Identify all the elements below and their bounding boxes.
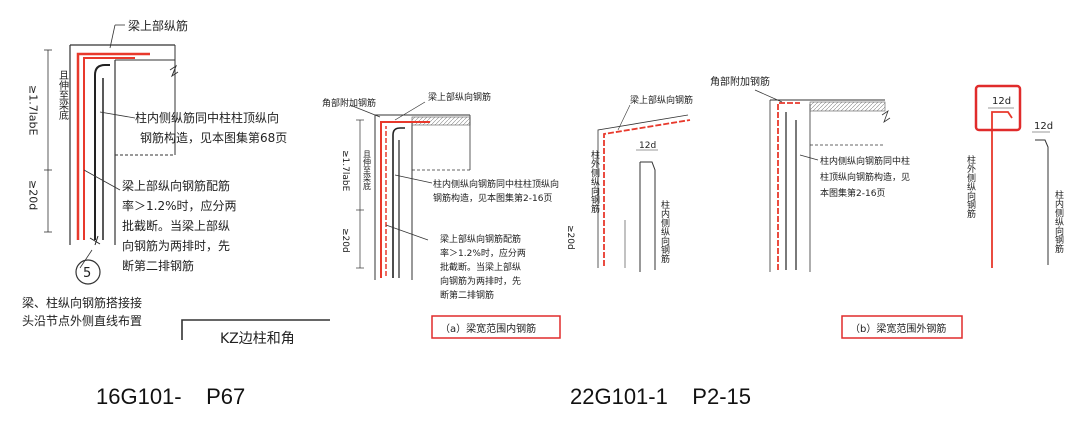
left-bottom-line2: 头沿节点外侧直线布置 xyxy=(22,314,142,328)
small-a-dim-20d: ≥20d xyxy=(565,225,575,250)
left-note1-line1: 柱内侧纵筋同中柱柱顶纵向 xyxy=(135,110,279,125)
left-beam-top-bar-label: 梁上部纵筋 xyxy=(128,18,188,33)
left-caption: 16G101- P67 xyxy=(96,384,246,409)
left-box-text: KZ边柱和角 xyxy=(220,331,295,347)
right-caption-reference: 22G101-1 P2-15 xyxy=(570,384,752,409)
right-corner-bar-label: 角部附加钢筋 xyxy=(710,75,770,88)
small-a-outer-bar-label: 柱外侧纵向钢筋 xyxy=(589,149,600,214)
small-a-dim-12d: 12d xyxy=(639,141,656,151)
right-caption-box xyxy=(841,315,963,339)
small-a-beam-top-bar-label: 梁上部纵向钢筋 xyxy=(630,94,693,106)
mid-note2-line4: 向钢筋为两排时，先 xyxy=(440,275,521,287)
mid-note2-line5: 断第二排钢筋 xyxy=(440,289,494,301)
mid-note2-line3: 批截断。当梁上部纵 xyxy=(440,261,521,273)
left-detail-number: 5 xyxy=(83,266,91,281)
right-dim-12d-b: 12d xyxy=(1034,121,1053,132)
left-note2-line1: 梁上部纵向钢筋配筋 xyxy=(122,178,230,193)
left-note2-line4: 向钢筋为两排时，先 xyxy=(122,238,230,253)
mid-caption: （a）梁宽范围内钢筋 xyxy=(440,322,536,335)
left-note2-line3: 批截断。当梁上部纵 xyxy=(122,218,230,233)
mid-caption-box xyxy=(431,315,561,339)
small-a-inner-bar-label: 柱内侧纵向钢筋 xyxy=(659,199,670,264)
left-note1-line2: 钢筋构造，见本图集第68页 xyxy=(140,130,287,145)
mid-note1-line2: 钢筋构造，见本图集第2-16页 xyxy=(433,192,552,204)
left-dim-upper-note: 且伸至梁底 xyxy=(57,70,69,121)
mid-note2-line1: 梁上部纵向钢筋配筋 xyxy=(440,233,521,245)
mid-beam-top-bar-label: 梁上部纵向钢筋 xyxy=(428,91,491,103)
mid-dim-upper-label: ≥1.7labE xyxy=(340,150,350,192)
left-dim-lower-label: ≥20d xyxy=(27,180,40,210)
mid-dim-upper-note: 且伸至梁底 xyxy=(363,150,372,191)
right-inner-bar-label: 柱内侧纵向钢筋 xyxy=(1053,189,1064,254)
right-highlight-box xyxy=(974,84,1022,132)
mid-drawing: 角部附加钢筋 梁上部纵向钢筋 ≥1.7labE 且伸至梁底 ≥20d 柱内侧纵向… xyxy=(322,91,561,339)
mid-dim-lower-label: ≥20d xyxy=(340,228,350,253)
left-drawing: 梁上部纵筋 ≥1.7labE 且伸至梁底 ≥20d 柱内侧纵筋同中柱柱顶纵向 钢… xyxy=(22,18,330,347)
right-note1-line2: 柱顶纵向钢筋构造，见 xyxy=(820,171,910,183)
mid-corner-bar-label: 角部附加钢筋 xyxy=(322,97,376,109)
left-note2-line5: 断第二排钢筋 xyxy=(122,258,194,273)
right-outer-bar-label: 柱外侧纵向钢筋 xyxy=(965,154,976,219)
small-a-drawing: 梁上部纵向钢筋 12d ≥20d 柱外侧纵向钢筋 柱内侧纵向钢筋 xyxy=(565,94,693,272)
mid-note2-line2: 率＞1.2%时，应分两 xyxy=(440,247,526,259)
left-note2-line2: 率＞1.2%时，应分两 xyxy=(122,198,237,213)
right-dim-12d-a: 12d xyxy=(992,96,1011,107)
right-drawing: 角部附加钢筋 柱内侧纵向钢筋同中柱 柱顶纵向钢筋构造，见 本图集第2-16页 （… xyxy=(710,75,1064,339)
mid-note1-line1: 柱内侧纵向钢筋同中柱柱顶纵向 xyxy=(433,178,559,190)
right-note1-line1: 柱内侧纵向钢筋同中柱 xyxy=(820,155,910,167)
left-bottom-line1: 梁、柱纵向钢筋搭接接 xyxy=(22,295,142,310)
left-dim-upper-label: ≥1.7labE xyxy=(27,85,40,135)
right-note1-line3: 本图集第2-16页 xyxy=(820,187,885,199)
right-caption: （b）梁宽范围外钢筋 xyxy=(850,322,946,335)
